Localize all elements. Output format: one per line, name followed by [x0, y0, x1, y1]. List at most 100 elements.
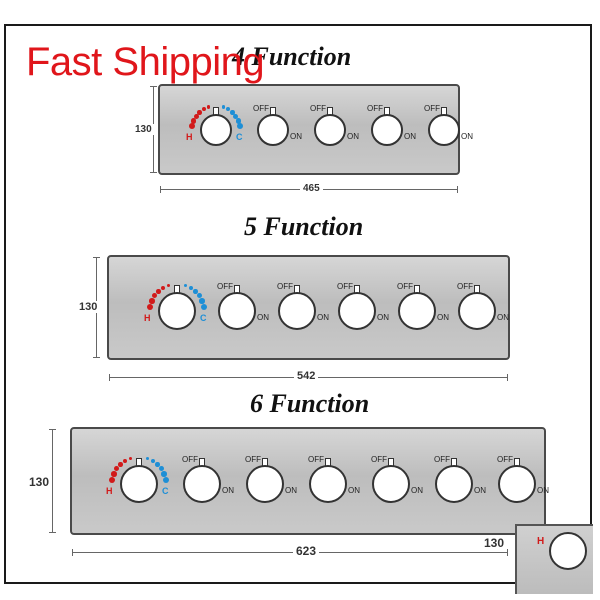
function-valve-knob	[435, 465, 473, 503]
hot-indicator-dot	[123, 458, 128, 463]
cold-indicator-dot	[200, 303, 207, 310]
off-label: OFF	[245, 455, 261, 464]
cold-indicator-dot	[226, 107, 231, 112]
off-label: OFF	[424, 104, 440, 113]
on-label: ON	[377, 313, 389, 322]
thumbnail-height-label: 130	[484, 536, 505, 550]
hot-indicator-dot	[161, 285, 166, 290]
off-label: OFF	[253, 104, 269, 113]
function-valve-knob	[246, 465, 284, 503]
hot-indicator-dot	[111, 471, 117, 477]
on-label: ON	[347, 132, 359, 141]
on-label: ON	[285, 486, 297, 495]
off-label: OFF	[371, 455, 387, 464]
product-image-frame	[4, 24, 592, 584]
hot-indicator-dot	[149, 298, 155, 304]
cold-indicator-dot	[196, 293, 202, 299]
cold-indicator-dot	[145, 456, 150, 461]
on-label: ON	[461, 132, 473, 141]
off-label: OFF	[397, 282, 413, 291]
hot-indicator-dot	[189, 123, 196, 130]
on-label: ON	[222, 486, 234, 495]
hot-indicator-dot	[156, 289, 161, 294]
section-title-5-function: 5 Function	[244, 212, 364, 241]
on-label: ON	[290, 132, 302, 141]
hot-indicator-dot	[109, 476, 116, 483]
off-label: OFF	[434, 455, 450, 464]
width-dimension-line	[72, 549, 508, 556]
cold-indicator-dot	[161, 471, 167, 477]
hot-label: H	[537, 536, 545, 547]
function-valve-knob	[314, 114, 346, 146]
cold-label: C	[236, 132, 243, 142]
height-dimension-label: 130	[26, 475, 53, 489]
cold-indicator-dot	[235, 118, 242, 124]
cold-indicator-dot	[150, 458, 155, 463]
function-valve-knob	[338, 292, 376, 330]
hot-indicator-dot	[118, 462, 123, 467]
hot-label: H	[144, 313, 151, 323]
function-valve-knob	[458, 292, 496, 330]
off-label: OFF	[337, 282, 353, 291]
cold-indicator-dot	[230, 110, 235, 115]
width-dimension-label: 542	[294, 370, 319, 382]
temperature-knob	[120, 465, 158, 503]
function-valve-knob	[218, 292, 256, 330]
hot-indicator-dot	[206, 105, 211, 109]
function-valve-knob	[428, 114, 460, 146]
off-label: OFF	[277, 282, 293, 291]
hot-indicator-dot	[166, 283, 171, 288]
cold-indicator-dot	[162, 476, 169, 483]
cold-indicator-dot	[155, 462, 160, 467]
off-label: OFF	[182, 455, 198, 464]
off-label: OFF	[367, 104, 383, 113]
on-label: ON	[317, 313, 329, 322]
function-valve-knob	[309, 465, 347, 503]
height-dimension-label: 130	[76, 301, 101, 313]
height-dimension-line	[49, 429, 56, 533]
on-label: ON	[404, 132, 416, 141]
hot-indicator-dot	[201, 107, 206, 112]
partial-panel-thumbnail: H	[515, 524, 593, 594]
function-valve-knob	[183, 465, 221, 503]
function-valve-knob	[498, 465, 536, 503]
hot-indicator-dot	[147, 303, 154, 310]
temperature-knob	[158, 292, 196, 330]
cold-indicator-dot	[193, 289, 198, 294]
hot-indicator-dot	[193, 114, 199, 119]
on-label: ON	[257, 313, 269, 322]
cold-indicator-dot	[158, 466, 164, 472]
on-label: ON	[411, 486, 423, 495]
cold-indicator-dot	[236, 123, 243, 130]
width-dimension-label: 465	[300, 183, 323, 194]
section-title-4-function: 4 Function	[232, 42, 352, 71]
section-title-6-function: 6 Function	[250, 389, 370, 418]
function-valve-knob	[278, 292, 316, 330]
cold-indicator-dot	[183, 283, 188, 288]
cold-indicator-dot	[188, 285, 193, 290]
off-label: OFF	[457, 282, 473, 291]
height-dimension-label: 130	[132, 124, 155, 135]
on-label: ON	[437, 313, 449, 322]
width-dimension-label: 623	[293, 544, 320, 558]
cold-indicator-dot	[233, 114, 239, 119]
cold-label: C	[200, 313, 207, 323]
hot-label: H	[106, 486, 113, 496]
hot-indicator-dot	[152, 293, 158, 299]
cold-label: C	[162, 486, 169, 496]
off-label: OFF	[308, 455, 324, 464]
on-label: ON	[537, 486, 549, 495]
function-valve-knob	[371, 114, 403, 146]
function-valve-knob	[372, 465, 410, 503]
function-valve-knob	[398, 292, 436, 330]
hot-indicator-dot	[190, 118, 197, 124]
on-label: ON	[497, 313, 509, 322]
temperature-knob	[200, 114, 232, 146]
off-label: OFF	[310, 104, 326, 113]
knob	[549, 532, 587, 570]
fast-shipping-banner: Fast Shipping	[26, 40, 265, 84]
hot-label: H	[186, 132, 193, 142]
off-label: OFF	[497, 455, 513, 464]
function-valve-knob	[257, 114, 289, 146]
hot-indicator-dot	[128, 456, 133, 461]
